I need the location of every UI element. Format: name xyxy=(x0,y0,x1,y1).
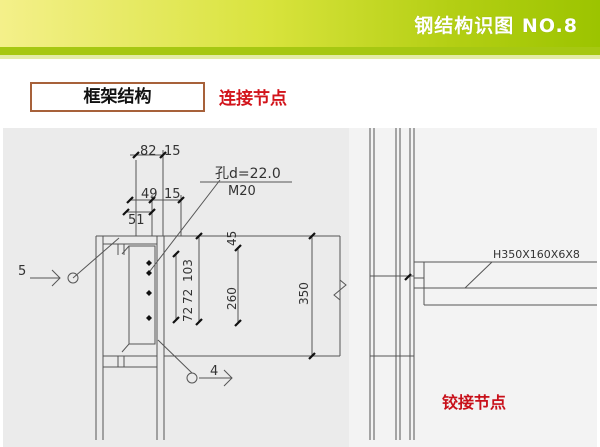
dim-15-mid: 15 xyxy=(164,187,181,202)
dim-82: 82 xyxy=(140,144,157,159)
weld-leader-5 xyxy=(72,237,120,279)
beam-spec-leader xyxy=(464,261,493,289)
dim-45: 45 xyxy=(225,231,239,246)
weld-circle-5 xyxy=(67,272,79,284)
hinge-node-label: 铰接节点 xyxy=(442,393,507,412)
dim-49: 49 xyxy=(141,187,158,202)
header-divider xyxy=(0,47,600,55)
header-divider-light xyxy=(0,55,600,59)
weld-circle-4 xyxy=(186,372,198,384)
connection-node-label: 连接节点 xyxy=(219,89,287,109)
dim-103: 103 xyxy=(181,259,195,282)
dim-350: 350 xyxy=(297,282,311,305)
bolt-note: M20 xyxy=(228,184,256,199)
hole-note: 孔d=22.0 xyxy=(215,166,281,182)
beam-spec-label: H350X160X6X8 xyxy=(493,248,580,261)
dim-72-lower: 72 xyxy=(181,307,195,322)
dim-72-upper: 72 xyxy=(181,289,195,304)
dim-51: 51 xyxy=(128,213,145,228)
dim-260: 260 xyxy=(225,287,239,310)
hole-leader xyxy=(149,179,221,272)
dim-15-top: 15 xyxy=(164,144,181,159)
weld-leader-4 xyxy=(157,339,193,374)
page-title: 钢结构识图 NO.8 xyxy=(414,15,578,37)
frame-structure-label: 框架结构 xyxy=(30,82,205,112)
header-bar xyxy=(0,0,600,47)
weld-size-5: 5 xyxy=(18,264,26,279)
shear-plate xyxy=(128,245,156,345)
weld-size-4: 4 xyxy=(210,364,218,379)
